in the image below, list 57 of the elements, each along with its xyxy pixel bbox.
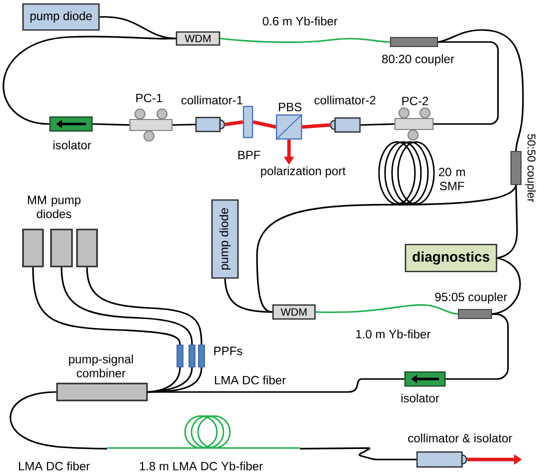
- fiber-line: [434, 41, 499, 125]
- filter-element: [188, 344, 196, 368]
- fiber-line: [406, 184, 517, 206]
- fiber-line: [86, 267, 202, 345]
- component-label: PPFs: [214, 346, 242, 356]
- component-label: collimator & isolator: [408, 434, 512, 442]
- fiber-line: [438, 29, 524, 151]
- diode-module: [76, 228, 98, 268]
- fiber-line: [446, 313, 509, 380]
- fiber-line: [2, 36, 176, 125]
- diode-module: [22, 228, 44, 268]
- component-label: MM pump diodes: [28, 196, 80, 218]
- component-label: BPF: [238, 150, 260, 160]
- component-label: PC-2: [402, 96, 428, 106]
- fiber-line: [10, 391, 108, 450]
- fiber-line: [492, 257, 521, 315]
- edge-label: LMA DC fiber: [212, 374, 288, 386]
- beam-line: [224, 120, 244, 126]
- component-label: 50:50 coupler: [525, 134, 536, 202]
- component-label: 20 m SMF: [438, 168, 465, 190]
- beam-line: [302, 123, 330, 129]
- fiber-line: [100, 16, 176, 40]
- fiber-line: [172, 124, 196, 126]
- component-label: 95:05 coupler: [435, 292, 508, 304]
- edge-label: 0.6 m Yb-fiber: [261, 15, 340, 27]
- edge-label: LMA DC fiber: [16, 460, 92, 472]
- fiber-line: [32, 267, 181, 345]
- fiber-line: [256, 204, 406, 313]
- fiber-line: [220, 38, 390, 43]
- fiber-line: [148, 367, 202, 393]
- pump-diode-box: pump diode: [22, 3, 100, 31]
- filter-element: [198, 344, 205, 368]
- beam-line: [252, 120, 276, 129]
- component-label: PBS: [278, 102, 302, 112]
- fiber-line: [316, 304, 458, 315]
- fiber-line: [300, 447, 416, 460]
- diode-module: [50, 228, 73, 268]
- pump-diode-box: pump diode: [211, 199, 239, 279]
- fiber-line: [497, 185, 518, 259]
- wdm-box: WDM: [176, 31, 220, 46]
- component-label: isolator: [53, 140, 92, 150]
- fiber-line: [360, 123, 394, 126]
- component-label: collimator-1: [182, 96, 242, 104]
- fiber-line: [60, 267, 193, 345]
- diagnostics-box: diagnostics: [404, 244, 498, 272]
- wdm-box: WDM: [272, 304, 316, 320]
- filter-element: [176, 344, 184, 368]
- fiber-line: [224, 278, 272, 313]
- component-label: 1.8 m LMA DC Yb-fiber: [140, 462, 263, 470]
- fiber-line: [92, 123, 130, 126]
- port-label: polarization port: [261, 166, 346, 178]
- component-label: PC-1: [136, 94, 162, 102]
- component-label: collimator-2: [314, 96, 376, 104]
- component-label: isolator: [401, 394, 440, 402]
- component-label: pump-signal combiner: [69, 354, 133, 378]
- edge-label: 1.0 m Yb-fiber: [354, 328, 432, 340]
- component-label: 80:20 coupler: [382, 54, 454, 66]
